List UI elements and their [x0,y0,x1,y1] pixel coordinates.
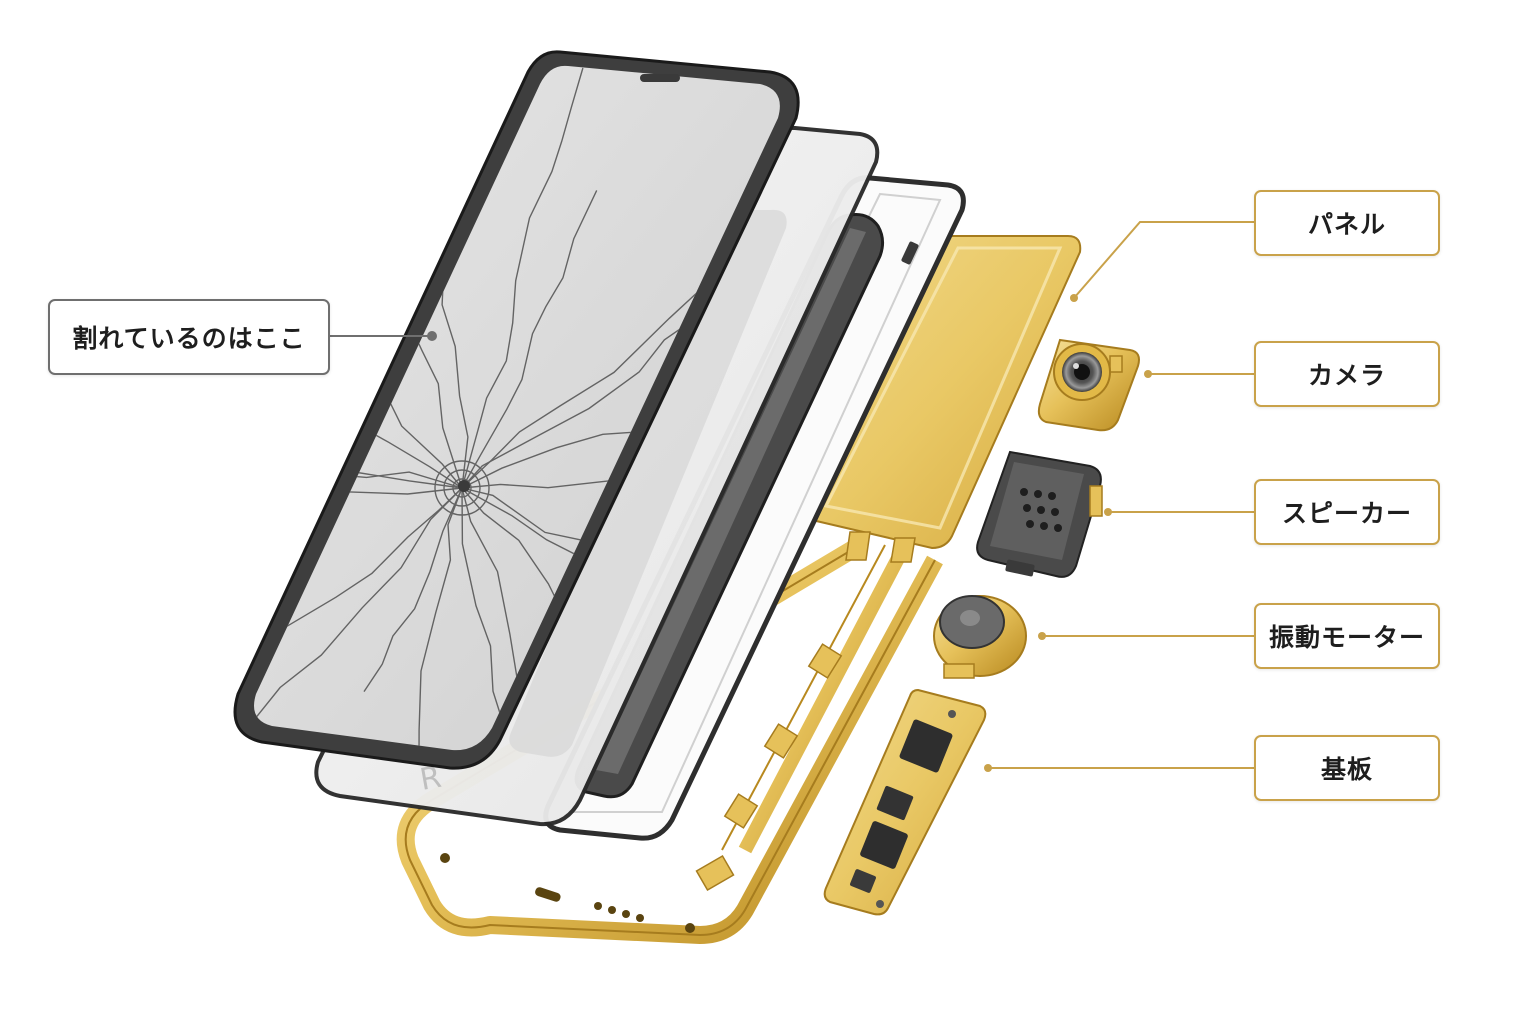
callout-camera: カメラ [1254,341,1440,407]
camera-module-icon [1037,338,1140,432]
callout-panel-label: パネル [1307,210,1386,239]
circuit-board-icon [823,688,987,916]
callout-crack-location: 割れているのはここ [48,299,330,375]
callout-speaker-label: スピーカー [1281,499,1412,528]
callout-vibration-motor-label: 振動モーター [1268,623,1425,652]
cracked-screen-icon [233,50,800,770]
callout-vibration-motor: 振動モーター [1254,603,1440,669]
speaker-module-icon [976,450,1103,578]
callout-camera-label: カメラ [1307,361,1386,390]
callout-speaker: スピーカー [1254,479,1440,545]
callout-board: 基板 [1254,735,1440,801]
callout-panel: パネル [1254,190,1440,256]
callout-crack-label: 割れているのはここ [72,324,306,353]
leader-lines [330,221,1254,772]
gold-midframe [396,537,943,944]
callout-board-label: 基板 [1320,755,1373,784]
vibration-motor-icon [933,595,1027,679]
